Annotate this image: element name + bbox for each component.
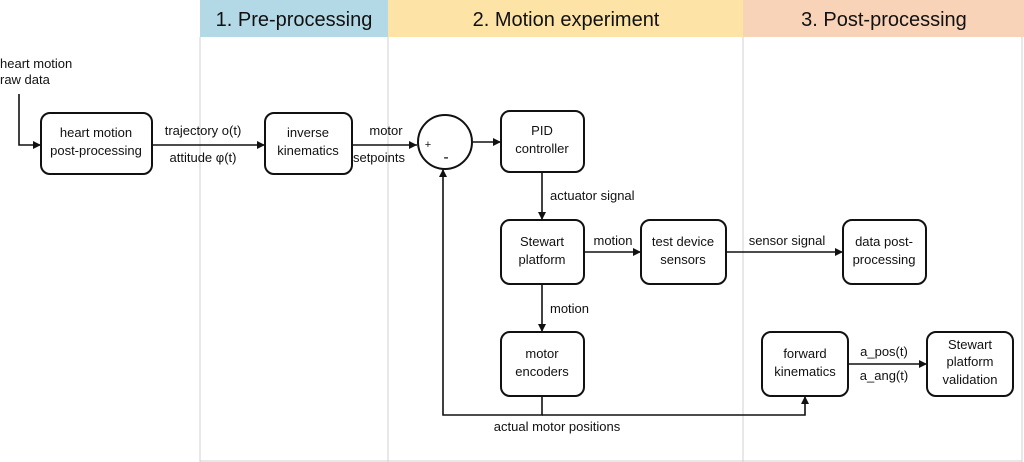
node-label: data post- (855, 234, 913, 249)
node-label: kinematics (277, 143, 339, 158)
node-label: Stewart (520, 234, 564, 249)
node-label: kinematics (774, 364, 836, 379)
node-label: processing (853, 252, 916, 267)
node-label: platform (519, 252, 566, 267)
edge-encoders-feedback (439, 169, 543, 416)
node-pid-controller: PID controller (500, 110, 585, 173)
sum-minus-sign: - (443, 149, 448, 166)
node-test-device-sensors: test device sensors (640, 219, 727, 285)
node-data-post-processing: data post- processing (842, 219, 927, 285)
header-post-processing: 3. Post-processing (801, 9, 967, 31)
node-label: inverse (287, 125, 329, 140)
node-label: Stewart (948, 337, 992, 352)
column-borders (199, 37, 1023, 462)
edge-encoders-to-forward (542, 396, 809, 416)
node-label: test device (652, 234, 714, 249)
node-label: post-processing (50, 143, 142, 158)
node-summing-junction: + - (417, 114, 473, 170)
input-label-line1: heart motion (0, 56, 72, 71)
header-motion-experiment: 2. Motion experiment (473, 9, 660, 31)
edge-raw-to-post (18, 94, 41, 149)
edge-label-sensor-signal: sensor signal (749, 233, 826, 248)
header-pre-processing: 1. Pre-processing (216, 9, 373, 31)
edge-label-setpoints: setpoints (353, 150, 406, 165)
node-label: PID (531, 123, 553, 138)
node-stewart-platform: Stewart platform (500, 219, 585, 285)
node-label: encoders (515, 364, 569, 379)
input-label-line2: raw data (0, 72, 51, 87)
node-forward-kinematics: forward kinematics (761, 331, 849, 397)
edge-label-motion-down: motion (550, 301, 589, 316)
header-bg-motion-experiment (388, 0, 743, 37)
node-heart-motion-post-processing: heart motion post-processing (40, 112, 153, 175)
edge-label-actual-motor-positions: actual motor positions (494, 419, 621, 434)
node-motor-encoders: motor encoders (500, 331, 585, 397)
header-bg-post-processing (743, 0, 1024, 37)
node-stewart-platform-validation: Stewart platform validation (926, 331, 1014, 397)
edge-label-motion-right: motion (593, 233, 632, 248)
node-label: controller (515, 141, 569, 156)
node-label: platform (947, 354, 994, 369)
edge-label-a-ang: a_ang(t) (860, 368, 908, 383)
node-label: motor (525, 346, 559, 361)
edge-label-trajectory: trajectory o(t) (165, 123, 242, 138)
edge-label-attitude: attitude φ(t) (170, 150, 237, 165)
node-label: forward (783, 346, 826, 361)
node-label: sensors (660, 252, 706, 267)
node-label: validation (943, 372, 998, 387)
edge-label-a-pos: a_pos(t) (860, 344, 908, 359)
node-label: heart motion (60, 125, 132, 140)
node-inverse-kinematics: inverse kinematics (264, 112, 353, 175)
header-bg-pre-processing (200, 0, 388, 37)
sum-plus-sign: + (425, 139, 431, 151)
edge-label-actuator-signal: actuator signal (550, 188, 635, 203)
edge-label-motor: motor (369, 123, 403, 138)
